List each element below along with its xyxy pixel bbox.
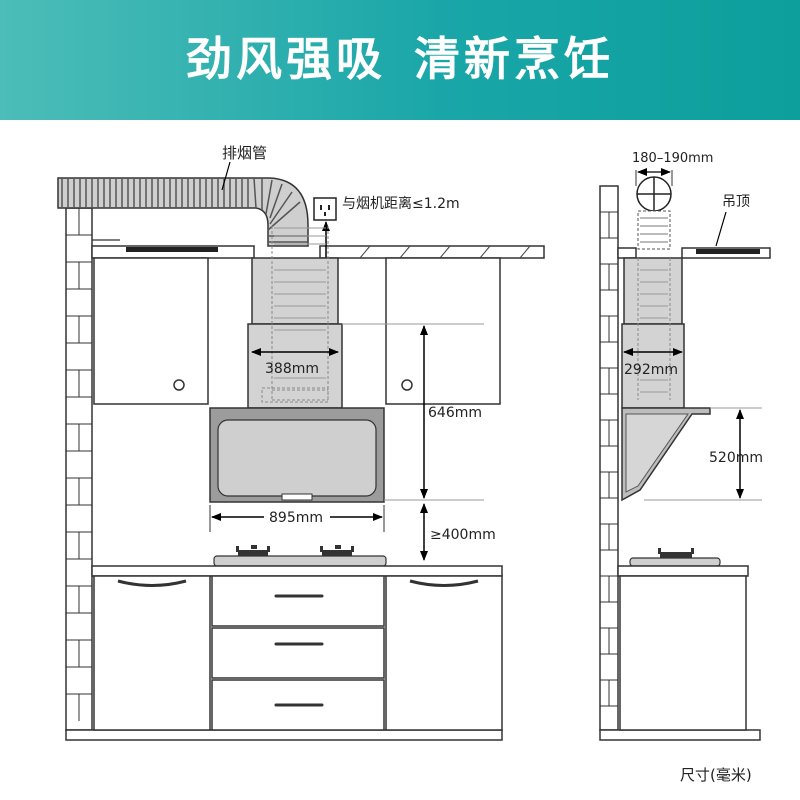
stove-burner-icon [320, 545, 354, 556]
label-400: ≥400mm [430, 527, 496, 543]
banner-title-left: 劲风强吸 [186, 32, 386, 86]
label-895: 895mm [269, 510, 323, 526]
socket-group [313, 197, 337, 258]
label-socket-distance: 与烟机距离≤1.2m [342, 195, 460, 212]
stove-burner-icon [658, 548, 694, 558]
front-countertop [91, 545, 503, 577]
label-646: 646mm [428, 405, 482, 421]
hood-chimney [247, 226, 343, 409]
side-floor [599, 729, 761, 741]
banner-title-right: 清新烹饪 [414, 32, 614, 86]
label-388: 388mm [265, 361, 319, 377]
label-unit-note: 尺寸(毫米) [680, 766, 752, 784]
exhaust-pipe [57, 177, 309, 247]
range-hood [209, 407, 385, 503]
side-duct [635, 168, 673, 250]
banner-title: 劲风强吸清新烹饪 [0, 24, 800, 94]
cabinet-knob-icon [401, 379, 413, 391]
stove-burner-icon [236, 545, 270, 556]
header-banner: 劲风强吸清新烹饪 [0, 0, 800, 120]
drawer-handle-icon [409, 579, 479, 587]
dimension-646 [342, 323, 484, 501]
wall-cabinet-left [93, 257, 209, 405]
dimension-895 [209, 505, 385, 532]
label-292: 292mm [624, 362, 678, 378]
base-cabinets [93, 575, 503, 731]
side-chimney [621, 257, 685, 409]
side-counter [617, 548, 749, 731]
cabinet-knob-icon [173, 379, 185, 391]
socket-icon [313, 197, 337, 221]
side-brick-wall [599, 185, 619, 731]
drawer-handle-icon [117, 579, 187, 587]
dimension-520 [644, 407, 762, 501]
label-exhaust-pipe: 排烟管 [222, 144, 267, 162]
front-ceiling [91, 239, 545, 259]
label-520: 520mm [709, 450, 763, 466]
front-brick-wall [65, 207, 93, 731]
front-floor [65, 729, 503, 741]
label-ceiling: 吊顶 [722, 194, 750, 210]
wall-cabinet-right [385, 257, 501, 405]
label-duct-diameter: 180–190mm [632, 151, 713, 166]
side-hood-profile [621, 407, 711, 502]
